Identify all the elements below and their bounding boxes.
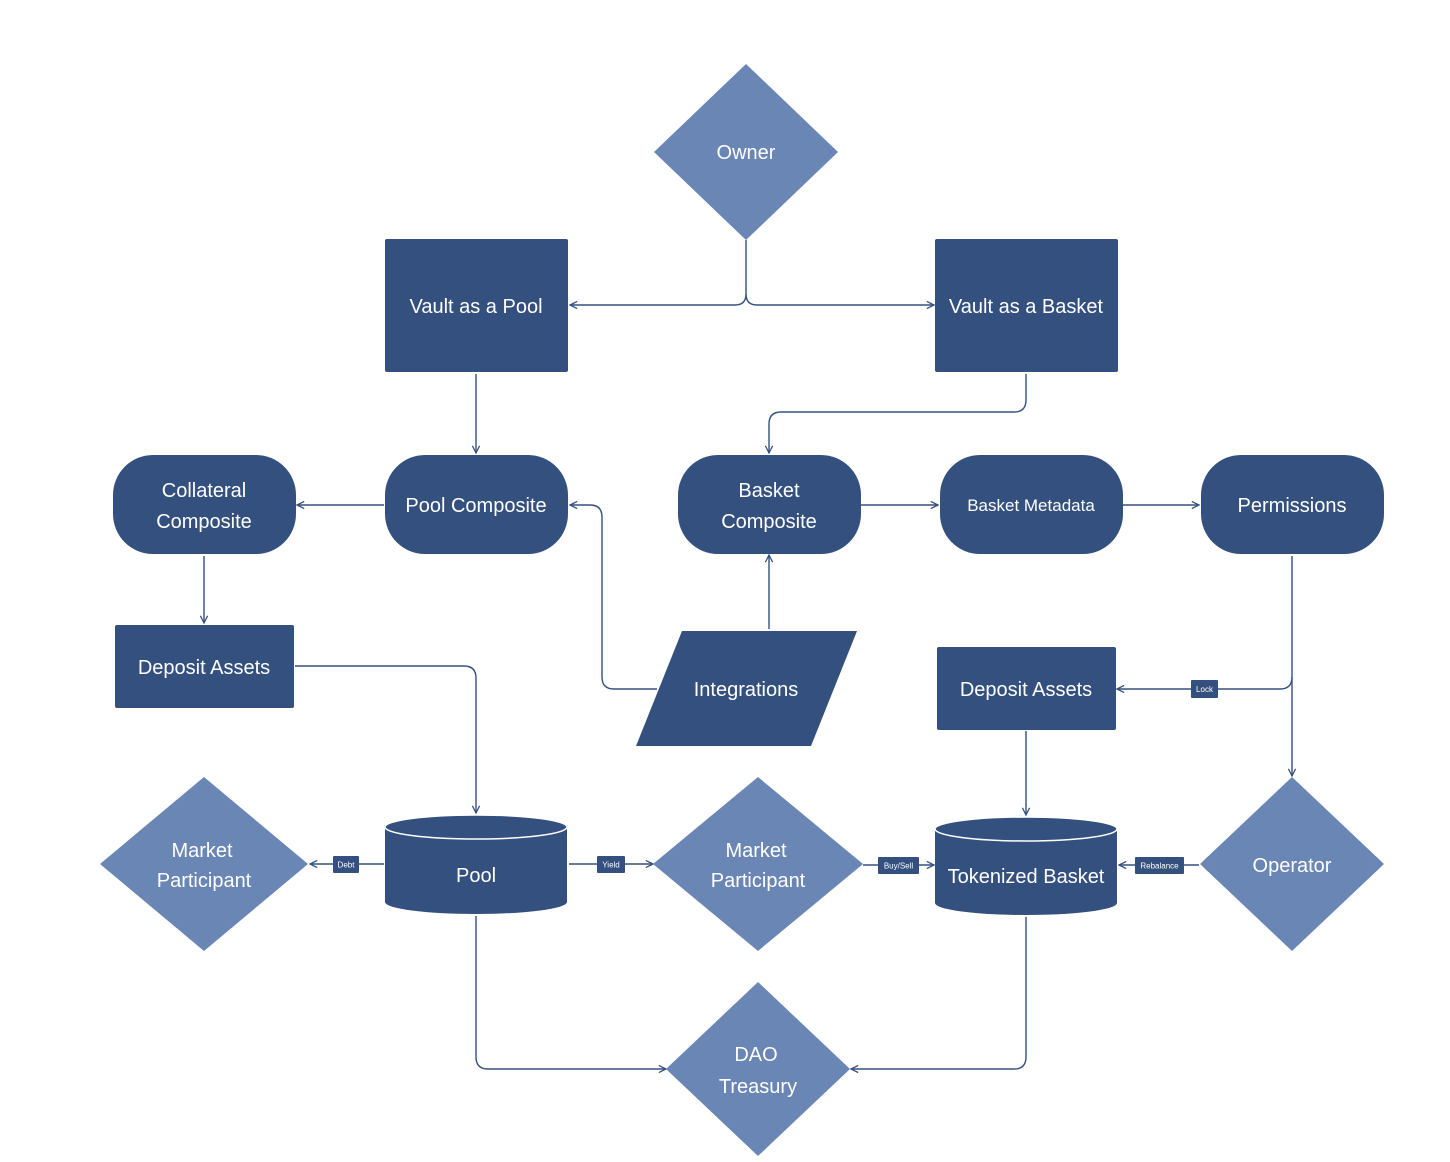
node-deposit-assets-right-label: Deposit Assets bbox=[960, 679, 1092, 701]
edge-pool-to-dao-treasury bbox=[475, 916, 666, 1069]
edge-label-lock: Lock bbox=[1191, 680, 1218, 698]
node-vault-as-pool: Vault as a Pool bbox=[385, 239, 568, 372]
node-vault-as-basket-label: Vault as a Basket bbox=[949, 296, 1104, 318]
node-integrations-label: Integrations bbox=[694, 679, 799, 701]
node-basket-metadata: Basket Metadata bbox=[940, 455, 1123, 554]
node-basket-composite-label-1: Basket bbox=[738, 480, 800, 502]
edge-owner-to-vault-basket bbox=[745, 293, 934, 305]
edge-label-debt-text: Debt bbox=[338, 861, 356, 870]
node-collateral-composite: Collateral Composite bbox=[113, 455, 296, 554]
node-operator-label: Operator bbox=[1253, 855, 1332, 877]
node-market-participant-center-label-2: Participant bbox=[711, 870, 806, 892]
node-permissions: Permissions bbox=[1201, 455, 1384, 554]
node-vault-as-pool-label: Vault as a Pool bbox=[409, 296, 542, 318]
node-market-participant-center-label-1: Market bbox=[725, 840, 787, 862]
node-basket-composite-label-2: Composite bbox=[721, 511, 817, 533]
node-dao-treasury-label-2: Treasury bbox=[719, 1076, 797, 1098]
node-owner-label: Owner bbox=[717, 142, 776, 164]
edge-label-yield: Yield bbox=[597, 856, 625, 873]
edge-label-buy-sell-text: Buy/Sell bbox=[884, 862, 914, 871]
edge-label-buy-sell: Buy/Sell bbox=[878, 857, 919, 874]
node-market-participant-left-label-1: Market bbox=[171, 840, 233, 862]
edge-label-yield-text: Yield bbox=[602, 861, 620, 870]
node-owner: Owner bbox=[654, 64, 838, 240]
node-deposit-assets-right: Deposit Assets bbox=[937, 647, 1116, 730]
node-market-participant-left-label-2: Participant bbox=[157, 870, 252, 892]
node-basket-metadata-label: Basket Metadata bbox=[967, 496, 1095, 515]
edge-permissions-to-deposit-right bbox=[1117, 556, 1293, 689]
edge-owner-to-vault-pool bbox=[570, 240, 747, 305]
node-permissions-label: Permissions bbox=[1238, 495, 1347, 517]
node-pool: Pool bbox=[384, 814, 568, 914]
edge-label-lock-text: Lock bbox=[1196, 685, 1214, 694]
node-basket-composite: Basket Composite bbox=[678, 455, 861, 554]
edge-integrations-to-pool-composite bbox=[570, 505, 657, 690]
node-tokenized-basket-label: Tokenized Basket bbox=[948, 866, 1105, 888]
node-market-participant-center: Market Participant bbox=[653, 777, 863, 951]
edge-labels: Debt Yield Buy/Sell Rebalance Lock bbox=[333, 680, 1218, 874]
edge-label-rebalance-text: Rebalance bbox=[1140, 862, 1179, 871]
node-pool-composite-label: Pool Composite bbox=[405, 495, 546, 517]
edge-deposit-left-to-pool bbox=[295, 665, 476, 813]
node-collateral-composite-label-1: Collateral bbox=[162, 480, 246, 502]
node-collateral-composite-label-2: Composite bbox=[156, 511, 252, 533]
node-integrations: Integrations bbox=[636, 631, 857, 746]
node-vault-as-basket: Vault as a Basket bbox=[935, 239, 1118, 372]
edge-vault-basket-to-basket-composite bbox=[769, 374, 1027, 453]
edge-label-debt: Debt bbox=[333, 856, 359, 873]
node-market-participant-left: Market Participant bbox=[100, 777, 308, 951]
node-pool-composite: Pool Composite bbox=[385, 455, 568, 554]
node-deposit-assets-left: Deposit Assets bbox=[115, 625, 294, 708]
node-deposit-assets-left-label: Deposit Assets bbox=[138, 657, 270, 679]
node-dao-treasury-label-1: DAO bbox=[734, 1044, 777, 1066]
node-dao-treasury: DAO Treasury bbox=[666, 982, 850, 1156]
node-pool-label: Pool bbox=[456, 865, 496, 887]
edge-tokenized-basket-to-dao-treasury bbox=[851, 917, 1027, 1069]
node-operator: Operator bbox=[1200, 777, 1384, 951]
edge-label-rebalance: Rebalance bbox=[1135, 857, 1184, 874]
node-tokenized-basket: Tokenized Basket bbox=[934, 816, 1118, 915]
